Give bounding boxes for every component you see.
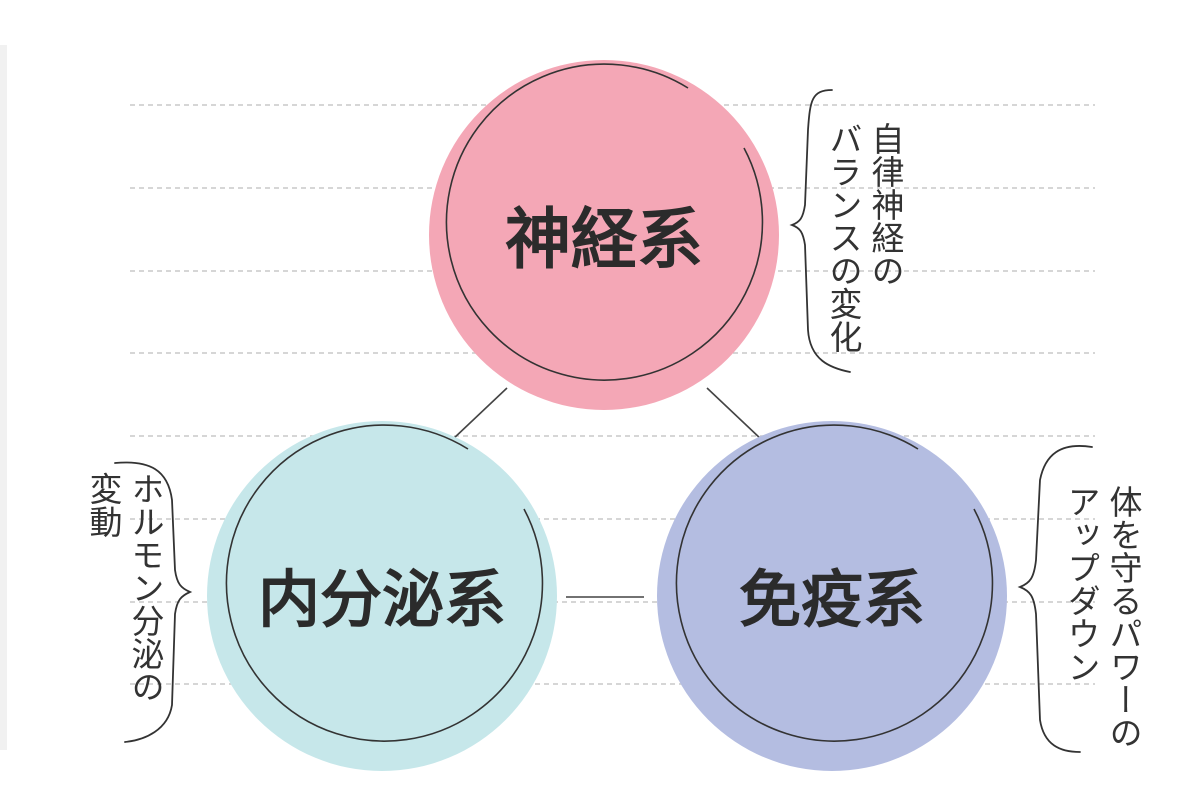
left-edge-bar <box>0 45 7 750</box>
circle-nerve: 神経系 <box>429 60 779 410</box>
circle-immune-outline <box>675 424 994 742</box>
brace-endocrine <box>114 461 193 743</box>
circle-nerve-label: 神経系 <box>505 201 703 278</box>
braces <box>114 89 1093 753</box>
circle-immune-fill <box>657 421 1007 771</box>
circle-endocrine-label: 内分泌系 <box>258 563 506 636</box>
circle-endocrine-outline <box>225 424 544 742</box>
connector-nerve-immune <box>706 387 763 441</box>
connector-lines <box>451 387 763 598</box>
brace-nerve <box>789 89 851 373</box>
circle-immune: 免疫系 <box>657 421 1007 771</box>
annotation-nerve: 自律神経の バランスの変化 <box>824 122 905 353</box>
circle-endocrine: 内分泌系 <box>207 421 557 771</box>
brace-immune <box>1017 445 1093 753</box>
connector-nerve-endocrine <box>451 387 508 441</box>
circle-nerve-outline <box>445 63 764 381</box>
circle-immune-label: 免疫系 <box>739 563 925 636</box>
circle-endocrine-fill <box>207 421 557 771</box>
circle-nerve-fill <box>429 60 779 410</box>
annotation-endocrine: ホルモン分泌の 変動 <box>84 472 165 703</box>
annotation-immune: 体を守るパワーの アップダウン <box>1062 485 1143 749</box>
